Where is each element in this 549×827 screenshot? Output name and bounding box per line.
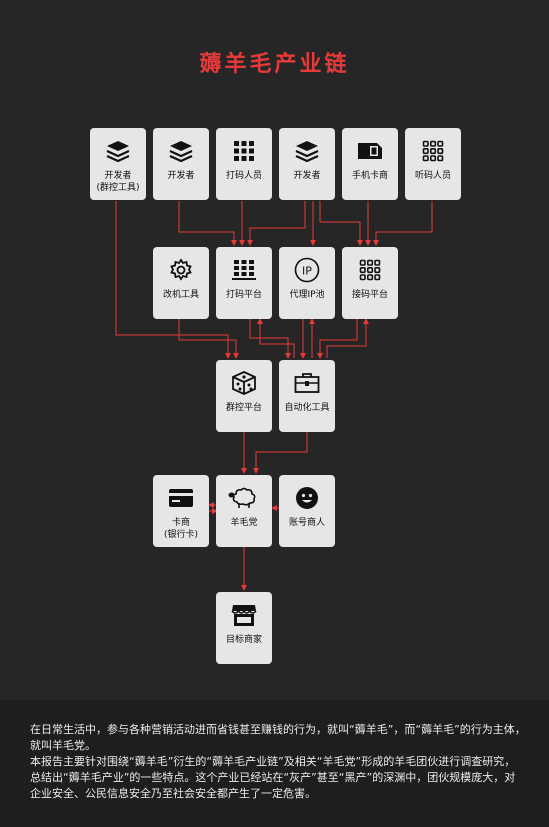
connector-lines bbox=[115, 201, 433, 591]
ip-circle-icon: IP bbox=[279, 257, 335, 283]
connector-autotool-receiveplatform bbox=[326, 318, 369, 358]
node-label: 手机卡商 bbox=[351, 171, 388, 181]
connector-dev3-codeplatform bbox=[247, 201, 306, 246]
connector-modtool-groupcontrol bbox=[178, 319, 239, 359]
connector-autotool-codeplatform bbox=[257, 318, 295, 358]
connector-autotool-woolparty bbox=[253, 432, 308, 474]
node-card-dealer: 卡商 (银行卡) bbox=[153, 475, 209, 547]
node-sim-card-dealer: 手机卡商 bbox=[342, 128, 398, 200]
diagram-title: 薅羊毛产业链 bbox=[199, 52, 350, 77]
node-wool-party: 羊毛党 bbox=[216, 475, 272, 547]
node-label: 群控平台 bbox=[225, 403, 262, 413]
dice-icon bbox=[216, 370, 272, 396]
description-paragraph-2: 本报告主要针对围绕“薅羊毛”衍生的“薅羊毛产业链”及相关“羊毛党”形成的羊毛团伙… bbox=[30, 755, 516, 800]
node-label: 账号商人 bbox=[288, 518, 325, 528]
gear-icon bbox=[153, 257, 209, 283]
dot-grid-icon bbox=[405, 138, 461, 164]
node-label: 听码人员 bbox=[414, 171, 451, 181]
connector-dev3-receiveplatform bbox=[319, 201, 363, 246]
node-label: 自动化工具 bbox=[284, 403, 330, 413]
connector-dev2-codeplatform bbox=[178, 201, 237, 246]
node-label: 接码平台 bbox=[351, 290, 388, 300]
diagram: 薅羊毛产业链 bbox=[90, 52, 461, 664]
node-sublabel: (群控工具) bbox=[96, 183, 140, 193]
node-coder: 打码人员 bbox=[216, 128, 272, 200]
node-label: 代理IP池 bbox=[289, 290, 325, 300]
node-label: 开发者 bbox=[293, 171, 321, 181]
node-device-modification-tool: 改机工具 bbox=[153, 247, 209, 319]
node-sublabel: (银行卡) bbox=[163, 530, 199, 540]
keyboard-grid-icon bbox=[216, 257, 272, 283]
node-label: 开发者 bbox=[167, 171, 195, 181]
node-group-control-platform: 群控平台 bbox=[216, 360, 272, 432]
layers-icon bbox=[153, 138, 209, 164]
node-label: 开发者 bbox=[104, 171, 132, 181]
node-label: 卡商 bbox=[171, 518, 190, 528]
sim-card-icon bbox=[342, 138, 398, 164]
toolbox-icon bbox=[279, 370, 335, 396]
credit-card-icon bbox=[153, 485, 209, 511]
node-label: 目标商家 bbox=[225, 635, 262, 645]
node-label: 改机工具 bbox=[162, 290, 199, 300]
node-developer: 开发者 bbox=[153, 128, 209, 200]
node-target-merchant: 目标商家 bbox=[216, 592, 272, 664]
connector-receiveplatform-autotool bbox=[317, 319, 358, 359]
connector-codeplatform-autotool bbox=[249, 319, 291, 359]
storefront-icon bbox=[216, 602, 272, 628]
grid-icon bbox=[216, 138, 272, 164]
node-account-dealer: 账号商人 bbox=[279, 475, 335, 547]
node-code-listener: 听码人员 bbox=[405, 128, 461, 200]
node-proxy-ip-pool: IP 代理IP池 bbox=[279, 247, 335, 319]
description-panel: 在日常生活中，参与各种营销活动进而省钱甚至赚钱的行为，就叫“薅羊毛”，而“薅羊毛… bbox=[0, 700, 549, 827]
layers-icon bbox=[90, 138, 146, 164]
dot-grid-icon bbox=[342, 257, 398, 283]
node-code-receiving-platform: 接码平台 bbox=[342, 247, 398, 319]
node-label: 打码平台 bbox=[225, 290, 262, 300]
node-label: 打码人员 bbox=[225, 171, 262, 181]
node-automation-tool: 自动化工具 bbox=[279, 360, 335, 432]
smiley-icon bbox=[279, 485, 335, 511]
connector-dev1-groupcontrol bbox=[115, 201, 231, 359]
description-paragraph-1: 在日常生活中，参与各种营销活动进而省钱甚至赚钱的行为，就叫“薅羊毛”，而“薅羊毛… bbox=[30, 723, 526, 752]
sheep-icon bbox=[216, 485, 272, 511]
node-developer-2: 开发者 bbox=[279, 128, 335, 200]
node-label: 羊毛党 bbox=[230, 518, 258, 528]
ip-icon-text: IP bbox=[302, 265, 312, 278]
node-developer-group-control: 开发者 (群控工具) bbox=[90, 128, 146, 200]
layers-icon bbox=[279, 138, 335, 164]
node-code-platform: 打码平台 bbox=[216, 247, 272, 319]
connector-listener-receiveplatform bbox=[373, 201, 433, 246]
